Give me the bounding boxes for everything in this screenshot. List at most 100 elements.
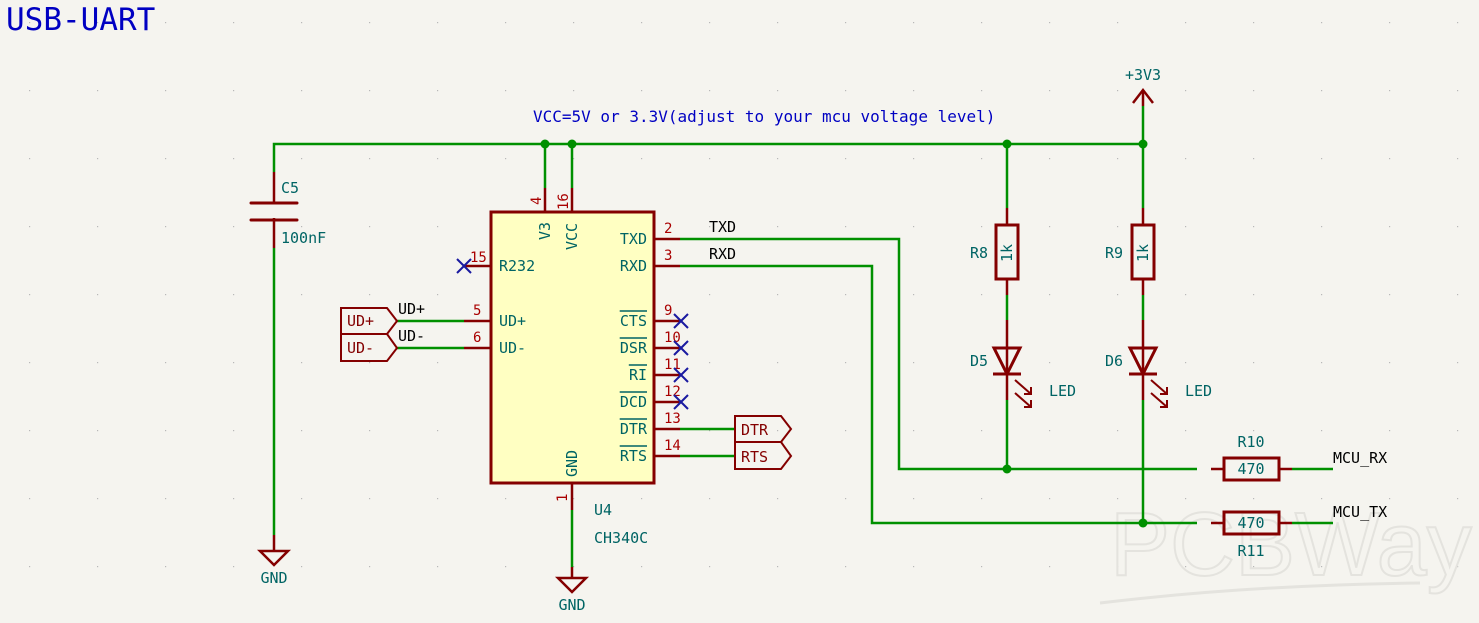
grid-dot (1253, 90, 1255, 92)
junction (1002, 139, 1012, 149)
grid-dot (709, 498, 711, 500)
led-d5[interactable]: D5 LED (970, 320, 1076, 408)
grid-dot (845, 430, 847, 432)
grid-dot (29, 294, 31, 296)
grid-dot (1185, 22, 1187, 24)
resistor-r9[interactable]: R9 1k (1105, 208, 1156, 295)
grid-dot (913, 158, 915, 160)
grid-dot (369, 226, 371, 228)
ic-body[interactable] (489, 210, 656, 485)
port-dtr[interactable]: DTR (734, 415, 793, 443)
port-rts[interactable]: RTS (734, 441, 793, 470)
grid-dot (1185, 90, 1187, 92)
grid-dot (981, 22, 983, 24)
grid-dot (913, 90, 915, 92)
grid-dot (845, 498, 847, 500)
grid-dot (1457, 22, 1459, 24)
grid-dot (369, 158, 371, 160)
grid-dot (913, 22, 915, 24)
light-emission-icon (1150, 379, 1168, 408)
grid-dot (1389, 498, 1391, 500)
resistor-r8[interactable]: R8 1k (970, 208, 1020, 295)
grid-dot (29, 226, 31, 228)
port-ud-plus[interactable]: UD+ (340, 307, 399, 335)
grid-dot (233, 498, 235, 500)
power-3v3-symbol[interactable]: +3V3 (1125, 66, 1161, 106)
grid-dot (1321, 22, 1323, 24)
grid-dot (777, 566, 779, 568)
light-emission-icon (1014, 379, 1032, 408)
gnd-symbol-u4[interactable]: GND (554, 567, 590, 614)
grid-dot (301, 498, 303, 500)
grid-dot (777, 362, 779, 364)
grid-dot (913, 566, 915, 568)
grid-dot (505, 90, 507, 92)
r9-ref: R9 (1105, 244, 1123, 262)
pin-name-ud-plus: UD+ (499, 312, 526, 330)
grid-dot (1321, 226, 1323, 228)
grid-dot (97, 294, 99, 296)
grid-dot (301, 430, 303, 432)
grid-dot (1117, 498, 1119, 500)
grid-dot (1389, 430, 1391, 432)
resistor-r10[interactable]: 470 R10 (1211, 433, 1292, 482)
ic-u4[interactable]: 4 16 V3 VCC 15 5 6 R232 UD+ UD- 2TXD3RXD… (456, 188, 689, 547)
grid-dot (1049, 362, 1051, 364)
pin-num-5: 5 (473, 303, 481, 319)
voltage-note: VCC=5V or 3.3V(adjust to your mcu voltag… (533, 107, 995, 126)
grid-dot (777, 22, 779, 24)
grid-dot (845, 294, 847, 296)
led-d6[interactable]: D6 LED (1105, 320, 1212, 408)
wire-rxd[interactable] (680, 264, 1197, 525)
pin-num-2: 2 (664, 221, 672, 237)
grid-dot (29, 22, 31, 24)
port-ud-minus[interactable]: UD- (340, 333, 399, 362)
grid-dot (1253, 158, 1255, 160)
capacitor-c5[interactable]: C5 100nF (249, 172, 326, 248)
grid-dot (573, 566, 575, 568)
wires (272, 106, 1333, 567)
gnd-symbol-c5[interactable]: GND (256, 535, 292, 587)
grid-dot (1117, 158, 1119, 160)
junction (540, 139, 550, 149)
pin-num-6: 6 (473, 330, 481, 346)
net-label-mcu-tx: MCU_TX (1333, 503, 1387, 521)
grid-dot (981, 158, 983, 160)
grid-dot (777, 294, 779, 296)
grid-dot (573, 158, 575, 160)
grid-dot (1253, 22, 1255, 24)
grid-dot (233, 90, 235, 92)
grid-dot (981, 294, 983, 296)
grid-dot (1049, 498, 1051, 500)
grid-dot (709, 362, 711, 364)
grid-dot (709, 158, 711, 160)
grid-dot (505, 158, 507, 160)
wire-vcc-rail[interactable] (272, 142, 1143, 172)
no-connect-icon (673, 394, 689, 410)
grid-dot (1457, 430, 1459, 432)
resistor-r11[interactable]: 470 R11 (1211, 510, 1292, 560)
grid-dot (1049, 226, 1051, 228)
d5-value: LED (1049, 382, 1076, 400)
grid-dot (437, 566, 439, 568)
grid-dot (1457, 158, 1459, 160)
wire-txd[interactable] (680, 237, 1197, 471)
c5-value: 100nF (281, 229, 326, 247)
pin-name-cts: CTS (620, 312, 647, 330)
grid-dot (1253, 430, 1255, 432)
grid-dot (1049, 90, 1051, 92)
grid-dot (165, 90, 167, 92)
grid-dot (29, 158, 31, 160)
grid-dot (369, 498, 371, 500)
grid-dot (301, 90, 303, 92)
no-connect-icon (673, 367, 689, 383)
grid-dot (1117, 362, 1119, 364)
grid-dot (1117, 90, 1119, 92)
grid-dot (165, 498, 167, 500)
grid-dot (1117, 294, 1119, 296)
grid-dot (437, 430, 439, 432)
grid-dot (1321, 294, 1323, 296)
grid-dot (1117, 430, 1119, 432)
grid-dot (1389, 362, 1391, 364)
